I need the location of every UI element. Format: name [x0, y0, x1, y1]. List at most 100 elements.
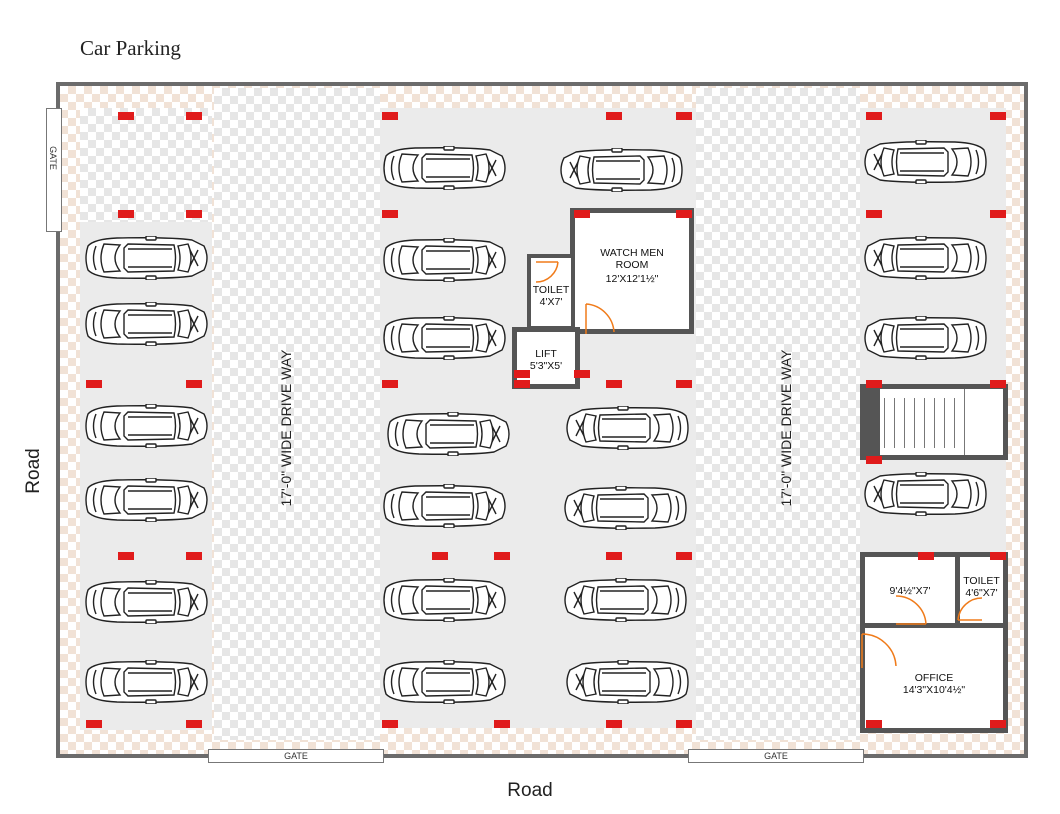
lift-name: LIFT [535, 348, 557, 360]
parking-marker [676, 112, 692, 120]
parking-marker [186, 380, 202, 388]
parking-marker [574, 370, 590, 378]
parking-marker [186, 112, 202, 120]
watchmen-room: WATCH MEN ROOM 12'X12'1½" [570, 208, 694, 334]
parking-marker [606, 552, 622, 560]
parked-car-icon [380, 659, 510, 709]
parking-marker [574, 210, 590, 218]
parked-car-icon [562, 659, 692, 709]
parked-car-icon [82, 301, 212, 351]
staircase-core [860, 389, 880, 455]
lift-size: 5'3"X5' [529, 360, 563, 372]
gate-left-label: GATE [47, 146, 58, 170]
left-drive-way [214, 88, 380, 740]
parking-marker [866, 210, 882, 218]
parking-marker [606, 720, 622, 728]
parked-car-icon [380, 315, 510, 365]
stair-step [884, 398, 885, 448]
drawing-title: Car Parking [80, 36, 181, 60]
parking-marker [382, 210, 398, 218]
parked-car-icon [82, 403, 212, 453]
toilet-right: TOILET 4'6"X7' [955, 552, 1008, 628]
watchmen-room-name: WATCH MEN ROOM [600, 247, 664, 271]
parking-marker [118, 552, 134, 560]
parking-marker [494, 720, 510, 728]
gate-left: GATE [46, 108, 62, 232]
right-drive-way [696, 88, 860, 740]
parking-marker [866, 456, 882, 464]
watchmen-room-size: 12'X12'1½" [605, 273, 659, 285]
office-name: OFFICE [914, 672, 954, 684]
parking-marker [676, 720, 692, 728]
parking-marker [990, 380, 1006, 388]
stair-step [944, 398, 945, 448]
stair-step [954, 398, 955, 448]
drive-way-label-left: 17'-0" WIDE DRIVE WAY [278, 349, 294, 507]
parking-marker [676, 552, 692, 560]
parking-marker [918, 552, 934, 560]
parked-car-icon [380, 483, 510, 533]
parking-marker [990, 112, 1006, 120]
parking-marker [990, 552, 1006, 560]
parking-marker [118, 112, 134, 120]
parked-car-icon [82, 477, 212, 527]
parked-car-icon [380, 577, 510, 627]
toilet-center: TOILET 4'X7' [527, 254, 575, 330]
parking-marker [866, 720, 882, 728]
parked-car-icon [384, 411, 514, 461]
road-label-bottom: Road [507, 780, 553, 801]
parked-car-icon [82, 579, 212, 629]
parking-marker [186, 720, 202, 728]
staircase-landing [964, 389, 1003, 455]
parking-marker [606, 380, 622, 388]
small-room: 9'4½"X7' [860, 552, 960, 628]
parking-marker [86, 380, 102, 388]
gate-bottom-right: GATE [688, 749, 864, 763]
toilet-center-name: TOILET [532, 284, 570, 296]
parking-marker [382, 380, 398, 388]
parking-marker [382, 720, 398, 728]
parking-marker [86, 720, 102, 728]
parking-marker [186, 552, 202, 560]
parking-marker [866, 380, 882, 388]
parked-car-icon [562, 405, 692, 455]
lift: LIFT 5'3"X5' [512, 327, 580, 389]
stair-step [924, 398, 925, 448]
parking-marker [186, 210, 202, 218]
stair-step [904, 398, 905, 448]
office: OFFICE 14'3"X10'4½" [860, 623, 1008, 733]
parked-car-icon [560, 485, 690, 535]
parking-marker [432, 552, 448, 560]
parking-marker [990, 720, 1006, 728]
parked-car-icon [380, 145, 510, 195]
corner-open-area [80, 108, 212, 222]
left-parking-strip [80, 222, 212, 730]
parking-marker [866, 112, 882, 120]
parked-car-icon [556, 147, 686, 197]
parked-car-icon [860, 315, 990, 365]
toilet-center-size: 4'X7' [539, 296, 563, 308]
parked-car-icon [560, 577, 690, 627]
parking-marker [514, 380, 530, 388]
parking-marker [990, 210, 1006, 218]
stair-step [894, 398, 895, 448]
stair-step [934, 398, 935, 448]
parking-marker [118, 210, 134, 218]
stair-step [914, 398, 915, 448]
parking-marker [514, 370, 530, 378]
parked-car-icon [82, 235, 212, 285]
road-label-left: Road [23, 448, 44, 494]
office-size: 14'3"X10'4½" [902, 684, 966, 696]
parking-marker [606, 112, 622, 120]
toilet-right-size: 4'6"X7' [965, 587, 998, 599]
parked-car-icon [860, 235, 990, 285]
parked-car-icon [860, 139, 990, 189]
small-room-size: 9'4½"X7' [889, 585, 931, 597]
toilet-right-name: TOILET [963, 575, 1000, 587]
parked-car-icon [380, 237, 510, 287]
gate-bottom-left: GATE [208, 749, 384, 763]
parking-marker [494, 552, 510, 560]
parking-marker [382, 112, 398, 120]
parking-marker [676, 380, 692, 388]
parked-car-icon [860, 471, 990, 521]
